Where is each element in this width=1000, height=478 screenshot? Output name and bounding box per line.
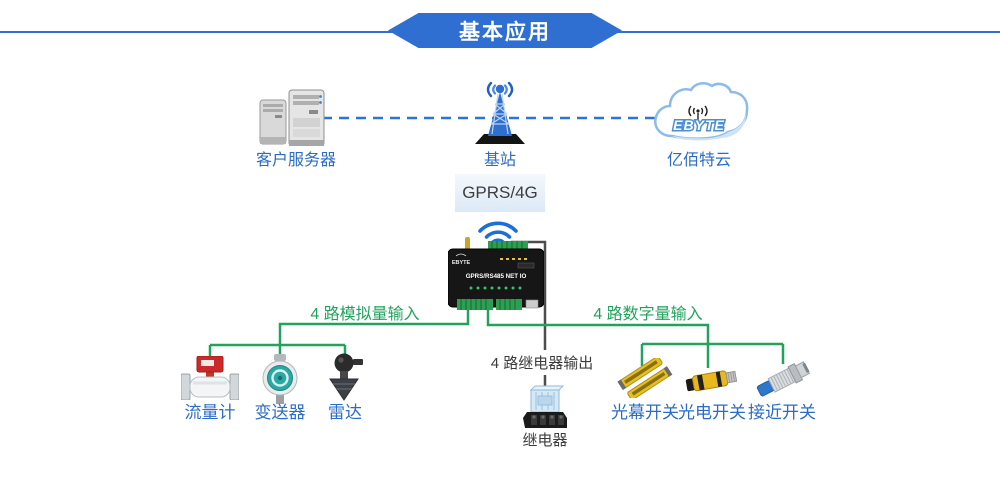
cloud-icon: EBYTE [654,81,749,141]
base-station-label: 基站 [483,152,516,169]
cloud-brand-text: EBYTE [673,117,725,133]
relay-icon [523,385,567,428]
flow-meter-icon [181,356,239,400]
relay-label: 继电器 [522,432,568,449]
light-curtain-icon [617,358,673,398]
cloud-label: 亿佰特云 [666,152,731,169]
photoelectric-switch-label: 光电开关 [678,403,746,422]
photoelectric-switch-icon [685,370,738,392]
analog-input-label: 4 路模拟量输入 [310,306,420,323]
digital-branch-lines [486,308,785,368]
transmitter-icon [262,354,298,404]
flow-meter-label: 流量计 [184,403,236,422]
radar-sensor-icon [329,353,363,401]
server-towers-icon [259,89,325,146]
page-title-text: 基本应用 [459,20,551,44]
link-type-box: GPRS/4G [455,174,545,212]
server-label: 客户服务器 [255,152,336,169]
analog-branch-lines [208,308,470,364]
proximity-switch-label: 接近开关 [748,403,816,422]
digital-input-label: 4 路数字量输入 [593,306,703,323]
radar-label: 雷达 [328,403,362,422]
antenna-tower-icon [475,81,525,144]
link-type-text: GPRS/4G [462,183,538,202]
io-device-icon: EBYTE GPRS/RS485 NET IO [448,237,544,310]
relay-output-label: 4 路继电器输出 [462,350,622,375]
proximity-switch-icon [756,361,811,397]
page-title: 基本应用 [388,13,622,48]
transmitter-label: 变送器 [254,403,306,422]
light-curtain-label: 光幕开关 [611,403,679,422]
device-brand-text: EBYTE [452,260,471,266]
device-model-text: GPRS/RS485 NET IO [466,273,527,280]
